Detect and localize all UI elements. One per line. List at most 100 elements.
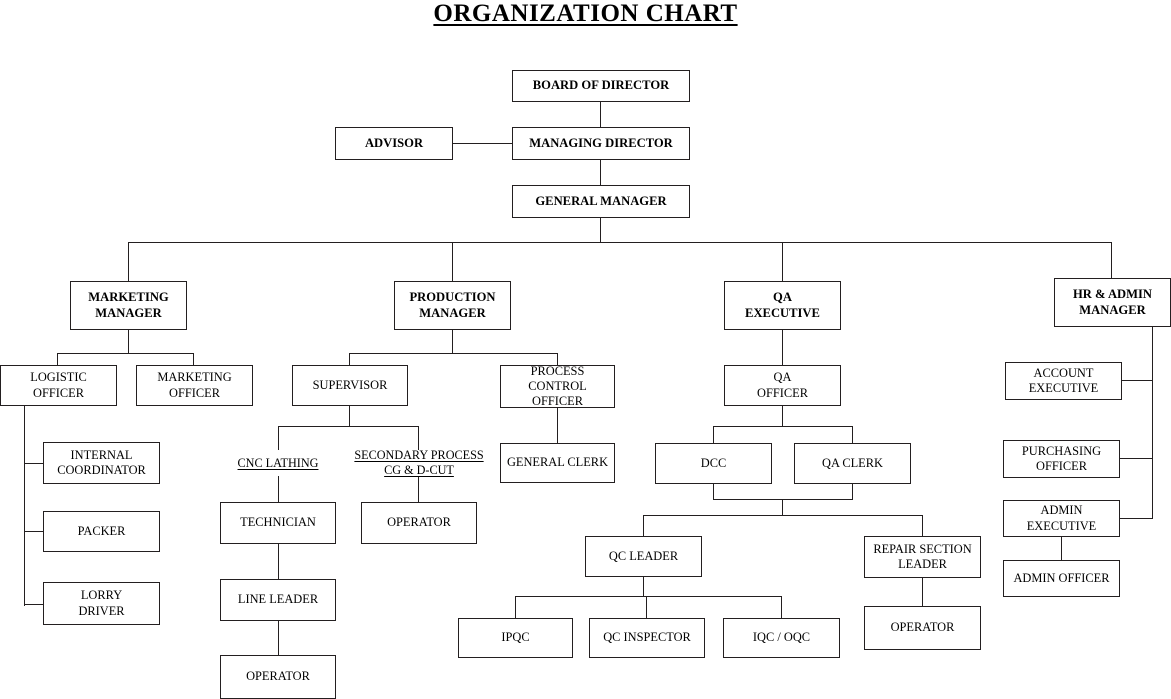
node-label: IQC / OQC [752,630,811,645]
node-label: LINE LEADER [237,592,319,607]
node-operator-repair[interactable]: OPERATOR [864,606,981,650]
connector-marketing-span [57,353,194,355]
node-qa-officer[interactable]: QA OFFICER [724,365,841,406]
connector-to-logistic [57,353,59,365]
node-label: ACCOUNT EXECUTIVE [1028,365,1099,395]
connector-qaexec-qaofficer [782,330,784,365]
connector-secondary-operator [418,477,420,502]
connector-to-marketing-officer [193,353,195,365]
node-logistic-officer[interactable]: LOGISTIC OFFICER [0,365,117,406]
connector-hr-spine [1152,326,1154,519]
connector-to-repairleader [922,515,924,536]
node-label: QA CLERK [822,455,883,470]
node-board-of-director[interactable]: BOARD OF DIRECTOR [512,70,690,102]
node-label: SUPERVISOR [312,377,388,392]
node-qa-executive[interactable]: QA EXECUTIVE [724,281,841,330]
node-iqc-oqc[interactable]: IQC / OQC [723,618,840,658]
connector-dcc-merge [713,484,715,500]
connector-board-md [600,102,602,127]
node-account-executive[interactable]: ACCOUNT EXECUTIVE [1005,362,1122,400]
node-label: QA EXECUTIVE [745,290,820,320]
node-line-leader[interactable]: LINE LEADER [220,579,336,621]
node-label: MARKETING OFFICER [157,370,232,400]
label-cnc-lathing: CNC LATHING [218,452,338,474]
node-label: PROCESS CONTROL OFFICER [528,363,587,409]
node-advisor[interactable]: ADVISOR [335,127,453,160]
node-label: ADVISOR [364,135,424,150]
node-label: LOGISTIC OFFICER [30,370,87,400]
node-packer[interactable]: PACKER [43,511,160,552]
connector-hr-adminexec [1118,518,1153,520]
connector-to-cnc-label [278,426,280,450]
connector-qa-merge-down [782,499,784,516]
connector-technician-lineleader [278,544,280,579]
connector-production-down [452,330,454,354]
connector-marketing-down [128,330,130,354]
node-marketing-manager[interactable]: MARKETING MANAGER [70,281,187,330]
connector-production-span [349,353,558,355]
node-technician[interactable]: TECHNICIAN [220,502,336,544]
label-secondary-process: SECONDARY PROCESS CG & D-CUT [348,448,490,478]
node-internal-coordinator[interactable]: INTERNAL COORDINATOR [43,442,160,484]
node-purchasing-officer[interactable]: PURCHASING OFFICER [1003,440,1120,478]
node-ipqc[interactable]: IPQC [458,618,573,658]
node-qc-leader[interactable]: QC LEADER [585,536,702,577]
node-label: GENERAL MANAGER [535,193,667,208]
node-label: PURCHASING OFFICER [1021,443,1102,473]
node-qc-inspector[interactable]: QC INSPECTOR [589,618,705,658]
node-label: IPQC [501,630,530,645]
node-dcc[interactable]: DCC [655,443,772,484]
node-label: QC INSPECTOR [603,630,691,645]
node-supervisor[interactable]: SUPERVISOR [292,365,408,406]
connector-repair-operator [922,578,924,606]
connector-to-qcinspector [646,596,648,618]
node-repair-section-leader[interactable]: REPAIR SECTION LEADER [864,536,981,578]
node-lorry-driver[interactable]: LORRY DRIVER [43,582,160,625]
node-general-manager[interactable]: GENERAL MANAGER [512,185,690,218]
node-label: MANAGING DIRECTOR [529,135,673,150]
node-qa-clerk[interactable]: QA CLERK [794,443,911,484]
node-label: GENERAL CLERK [506,455,609,470]
node-marketing-officer[interactable]: MARKETING OFFICER [136,365,253,406]
node-hr-admin-manager[interactable]: HR & ADMIN MANAGER [1054,278,1171,327]
connector-to-ipqc [515,596,517,618]
connector-hr-purchasing [1119,458,1153,460]
node-operator-cnc[interactable]: OPERATOR [220,655,336,699]
connector-adminexec-adminofficer [1061,537,1063,560]
node-label: PRODUCTION MANAGER [409,290,496,320]
connector-to-process-control [557,353,559,365]
node-operator-secondary[interactable]: OPERATOR [361,502,477,544]
node-admin-officer[interactable]: ADMIN OFFICER [1003,560,1120,597]
node-label: QC LEADER [608,548,679,563]
connector-qaofficer-down [782,406,784,427]
connector-level3-bus [128,242,1112,244]
node-process-control-officer[interactable]: PROCESS CONTROL OFFICER [500,363,615,409]
connector-bus-qa [782,242,784,281]
connector-logistic-internal [24,463,44,465]
connector-lineleader-operator [278,621,280,655]
connector-to-iqcoqc [781,596,783,618]
label-text: SECONDARY PROCESS CG & D-CUT [354,448,484,477]
node-admin-executive[interactable]: ADMIN EXECUTIVE [1003,500,1120,537]
connector-bus-marketing [128,242,130,281]
connector-md-gm [600,160,602,185]
connector-supervisor-span [278,426,419,428]
connector-cnc-technician [278,476,280,502]
node-label: OPERATOR [890,620,955,635]
node-label: DCC [700,455,727,470]
node-managing-director[interactable]: MANAGING DIRECTOR [512,127,690,160]
node-label: REPAIR SECTION LEADER [873,541,972,571]
node-label: INTERNAL COORDINATOR [57,447,146,477]
node-general-clerk[interactable]: GENERAL CLERK [500,443,615,483]
connector-to-secondary-label [418,426,420,450]
node-label: HR & ADMIN MANAGER [1072,287,1153,317]
connector-logistic-spine [24,406,26,606]
connector-qa-lower-span [643,515,923,517]
node-label: MARKETING MANAGER [88,290,169,320]
connector-to-dcc [713,426,715,443]
connector-to-qaclerk [852,426,854,443]
node-production-manager[interactable]: PRODUCTION MANAGER [394,281,511,330]
node-label: OPERATOR [246,669,310,684]
connector-bus-hr [1111,242,1113,281]
